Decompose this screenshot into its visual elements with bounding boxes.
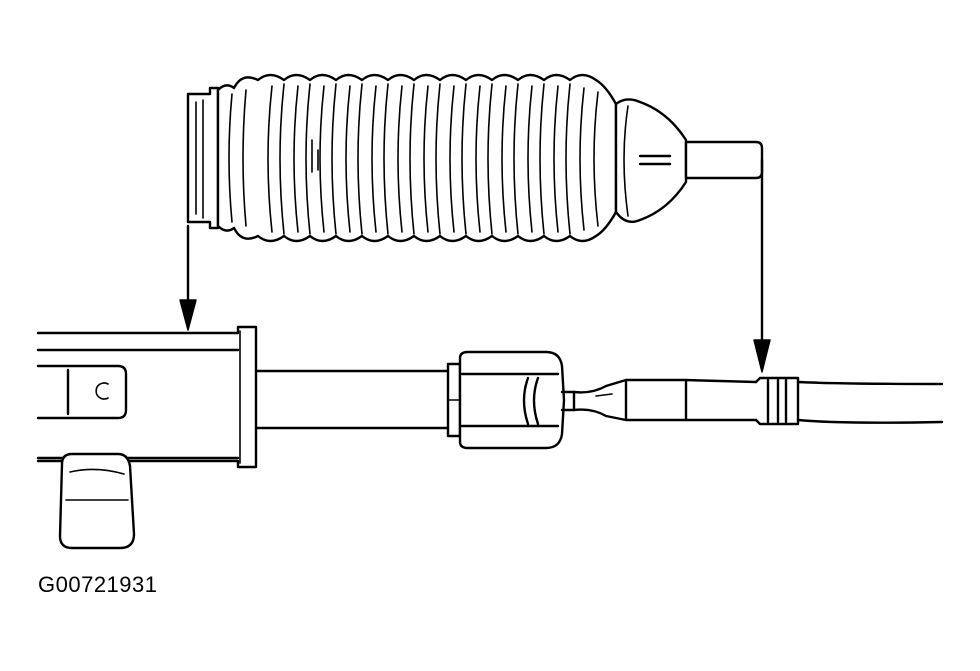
rack-housing xyxy=(36,325,258,469)
rack-boot-bellows xyxy=(186,73,764,243)
left-install-arrow xyxy=(179,224,197,331)
figure-code-label: G00721931 xyxy=(38,572,158,597)
rack-shaft xyxy=(254,362,462,438)
clamp-position xyxy=(754,376,800,426)
outer-tie-rod xyxy=(796,380,944,424)
tie-rod xyxy=(572,378,758,422)
hex-fitting xyxy=(58,452,136,550)
housing-clip xyxy=(36,364,128,420)
right-install-arrow xyxy=(753,158,771,373)
inner-tie-rod-joint xyxy=(458,350,576,450)
